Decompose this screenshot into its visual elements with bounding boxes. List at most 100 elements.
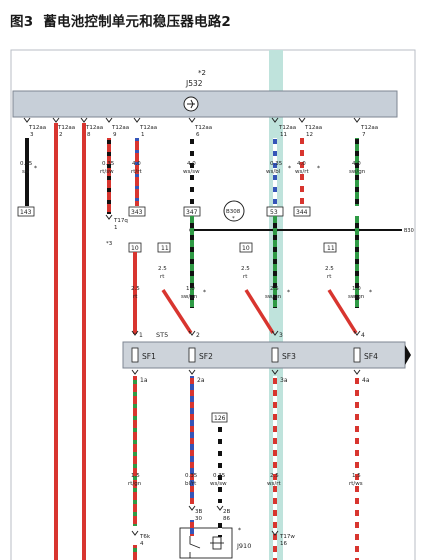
fuse-symbols (131, 347, 361, 363)
svg-text:*: * (203, 289, 206, 296)
feed-wire-labels: 2.5 rt 1.0 sw/gn * 2.5 rt 2.5 sw/gn * 2.… (131, 266, 372, 300)
conn-label: T12aa (360, 125, 378, 131)
wire-color: rt (133, 294, 138, 300)
upper-wire-labels: 0.35 sw * 0.35 rt/sw 4.0 rt/rt 4.0 ws/sw… (20, 161, 366, 175)
ref-box-label: 344 (296, 209, 308, 216)
wire-rtgn-sf1-lower (133, 545, 137, 560)
wire-swgn-feed2 (190, 216, 194, 308)
t17q-connector-icon (105, 214, 113, 220)
wire-swgn-feed3 (273, 216, 277, 308)
wire-color: sw/gn (181, 294, 198, 300)
wire-color: ws/sw (183, 169, 200, 175)
wire-red-pin8 (82, 123, 86, 560)
wire-swgn-pin7 (355, 138, 359, 206)
wire-color: sw (22, 169, 30, 175)
wire-size: 1.0 (186, 286, 195, 292)
conn-label: 2B (223, 509, 230, 515)
fuse-pin-top: 2 (196, 332, 200, 339)
wire-size: 2.5 (241, 266, 250, 272)
wire-color: ws/sw (210, 481, 227, 487)
ref-box-label: 53 (270, 209, 278, 216)
fuse-pin-bottom: 1a (140, 377, 148, 384)
wire-wsrt-pin12 (300, 138, 304, 206)
wire-size: 0.35 (185, 473, 198, 479)
svg-text:2.5: 2.5 (325, 266, 334, 272)
fuse-label-sf4: SF4 (364, 352, 378, 361)
lower-connector-arrows (131, 505, 279, 536)
bus-label: B30 (404, 228, 414, 234)
ref-box-label: 11 (327, 245, 335, 252)
wire-color: ws/rt (295, 169, 309, 175)
fuse-pin-arrows-top (131, 330, 361, 336)
connector-arrows (23, 117, 361, 123)
wire-sw-pin3 (25, 138, 29, 206)
conn-pin: 16 (280, 541, 287, 547)
fuse-pin-top: 4 (361, 332, 365, 339)
module-note: *2 (198, 69, 206, 77)
conn-pin: 86 (223, 516, 230, 522)
relay-contact-icon (189, 536, 201, 558)
conn-label: T17w (279, 534, 295, 540)
wire-size: 2.5 (131, 286, 140, 292)
fuse-label-sf1: SF1 (142, 352, 156, 361)
wire-blrt-relay (190, 520, 194, 536)
ground-point-b308 (223, 200, 245, 222)
svg-text:rt: rt (327, 274, 332, 280)
t17q-pin: 1 (114, 225, 118, 231)
svg-text:*: * (287, 289, 290, 296)
reference-boxes-top: 143 343 347 53 344 (17, 206, 311, 217)
conn-pin: 9 (113, 132, 117, 138)
wire-color: rt/rt (131, 169, 143, 175)
conn-label: T12aa (278, 125, 296, 131)
t17q-note: *3 (106, 241, 113, 247)
ref-box-126 (211, 412, 228, 423)
wire-size: 1.0 (352, 286, 361, 292)
fuse-pin-top: 3 (279, 332, 283, 339)
wire-wssw-pin6 (190, 138, 194, 206)
figure-title: 蓄电池控制单元和稳压器电路2 (43, 14, 231, 30)
wire-wssw-relay (218, 520, 222, 537)
wire-size: 1.5 (131, 473, 140, 479)
conn-pin: 7 (362, 132, 366, 138)
wire-color: sw/gn (349, 169, 366, 175)
wire-color: sw/gn (348, 294, 365, 300)
module-symbol-glyph (187, 99, 195, 109)
conn-pin: 12 (306, 132, 313, 138)
wire-size: 0.35 (270, 161, 283, 167)
conn-pin: 6 (196, 132, 200, 138)
wire-rtrt-pin1 (135, 138, 139, 206)
wire-wssw-126 (218, 423, 222, 503)
module-label: J532 (185, 79, 203, 88)
wire-blrt-sf2 (190, 376, 194, 504)
wire-size: 0.35 (102, 161, 115, 167)
conn-pin: 4 (140, 541, 144, 547)
conn-label: T12aa (139, 125, 157, 131)
ref-box-label: 126 (214, 415, 226, 422)
fuse-pin-bottom: 3a (280, 377, 288, 384)
fuse-label-sf2: SF2 (199, 352, 213, 361)
wire-size: 4.0 (187, 161, 196, 167)
fuse-label-sf3: SF3 (282, 352, 296, 361)
relay-label: J910 (236, 542, 251, 550)
bus-b30 (192, 229, 402, 231)
wire-size: 2.5 (270, 286, 279, 292)
diagram-frame (10, 49, 416, 560)
wire-color: rt (160, 274, 165, 280)
wire-color: rt/ws (349, 481, 363, 487)
wire-wsbl-pin11 (273, 138, 277, 206)
wire-red-diagonal (161, 289, 193, 334)
conn-label: 3B (195, 509, 202, 515)
wire-color: rt (243, 274, 248, 280)
conn-label: T12aa (57, 125, 75, 131)
conn-pin: 3 (30, 132, 34, 138)
wire-red-pin2 (54, 123, 58, 560)
wire-size: 4.0 (132, 161, 141, 167)
connector-labels: T12aa 3 T12aa 2 T12aa 8 T12aa 9 T12aa 1 … (28, 125, 378, 138)
conn-pin: 30 (195, 516, 202, 522)
svg-text:*: * (369, 289, 372, 296)
ref-box-label: 347 (186, 209, 198, 216)
ref-box-label: 143 (20, 209, 32, 216)
module-j532 (12, 90, 398, 118)
